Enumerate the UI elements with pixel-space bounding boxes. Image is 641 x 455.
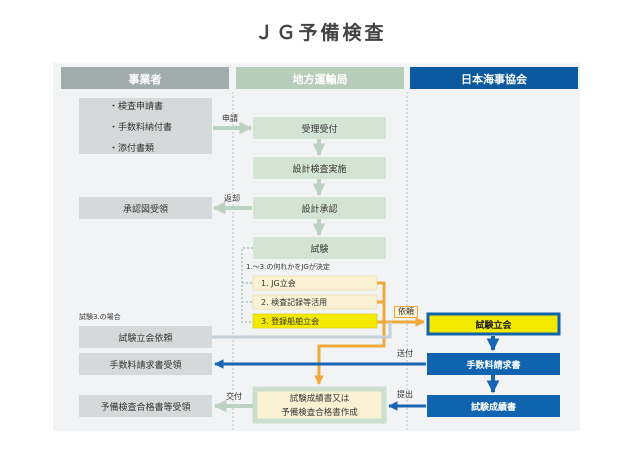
request-attendance-box: 試験立会依頼 xyxy=(118,333,173,344)
approval-received-box-bg xyxy=(79,197,212,219)
approval-received-box: 承認図受領 xyxy=(122,204,168,215)
fee-invoice-received-box: 手数料請求書受領 xyxy=(109,360,182,371)
documents-box-bg xyxy=(79,98,212,154)
design-approval-box: 設計承認 xyxy=(301,204,338,215)
attendance-box-bg xyxy=(426,312,561,336)
orange-option-jg-line xyxy=(314,281,386,385)
certificate-received-box-bg xyxy=(79,395,212,417)
deliver-label: 交付 xyxy=(226,392,242,401)
design-inspection-box-bg xyxy=(253,157,386,179)
test-box-bg xyxy=(253,237,386,259)
reception-box: 受理受付 xyxy=(301,124,338,135)
certificate-received-box: 予備検査合格書等受領 xyxy=(100,402,191,413)
document-item: ・添付書類 xyxy=(109,143,155,154)
document-item: ・検査申請書 xyxy=(109,101,164,112)
test-options-bracket xyxy=(241,247,253,323)
jg-decides-note: 1.～3.の何れかをJGが決定 xyxy=(246,263,330,271)
submit-label: 提出 xyxy=(397,390,413,399)
fee-invoice-box: 手数料請求書 xyxy=(466,360,521,371)
apply-label: 申請 xyxy=(222,114,238,123)
attendance-box: 試験立会 xyxy=(475,320,512,331)
design-inspection-box: 設計検査実施 xyxy=(292,164,347,175)
test-box: 試験 xyxy=(310,244,329,255)
header-jg: 日本海事協会 xyxy=(461,72,527,86)
return-label: 返却 xyxy=(224,194,240,203)
request-label: 依頼 xyxy=(394,306,418,318)
header-bureau: 地方運輸局 xyxy=(292,72,348,86)
test-report-box: 試験成績書 xyxy=(470,402,516,413)
request-attendance-line xyxy=(212,322,392,339)
certificate-issue-box: 試験成績書又は 予備検査合格書作成 xyxy=(255,389,384,421)
fee-invoice-received-box-bg xyxy=(79,353,212,375)
documents-box: ・検査申請書 ・手数料納付書 ・添付書類 xyxy=(79,98,212,154)
send-label: 送付 xyxy=(397,349,413,358)
header-bureau-bg xyxy=(236,67,404,89)
header-applicant: 事業者 xyxy=(128,72,162,86)
page-title: ＪＧ予備検査 xyxy=(254,22,387,44)
header-jg-bg xyxy=(410,67,578,89)
reception-box-bg xyxy=(253,117,386,139)
header-applicant-bg xyxy=(61,67,229,89)
option-records: 2. 検査記録等活用 xyxy=(261,297,328,307)
document-item: ・手数料納付書 xyxy=(109,122,173,133)
option-jg-attendance: 1. JG立会 xyxy=(261,278,296,288)
certificate-issue-box-bg xyxy=(252,386,387,424)
test-report-box-bg xyxy=(427,395,560,417)
case3-note: 試験3.の場合 xyxy=(79,313,121,321)
design-approval-box-bg xyxy=(253,197,386,219)
certificate-issue-line1: 試験成績書又は xyxy=(289,394,350,404)
request-attendance-box-bg xyxy=(79,326,212,348)
certificate-issue-line2: 予備検査合格書作成 xyxy=(281,408,358,418)
fee-invoice-box-bg xyxy=(427,353,560,375)
option-registered-attendance: 3. 登録船舶立会 xyxy=(261,316,320,326)
